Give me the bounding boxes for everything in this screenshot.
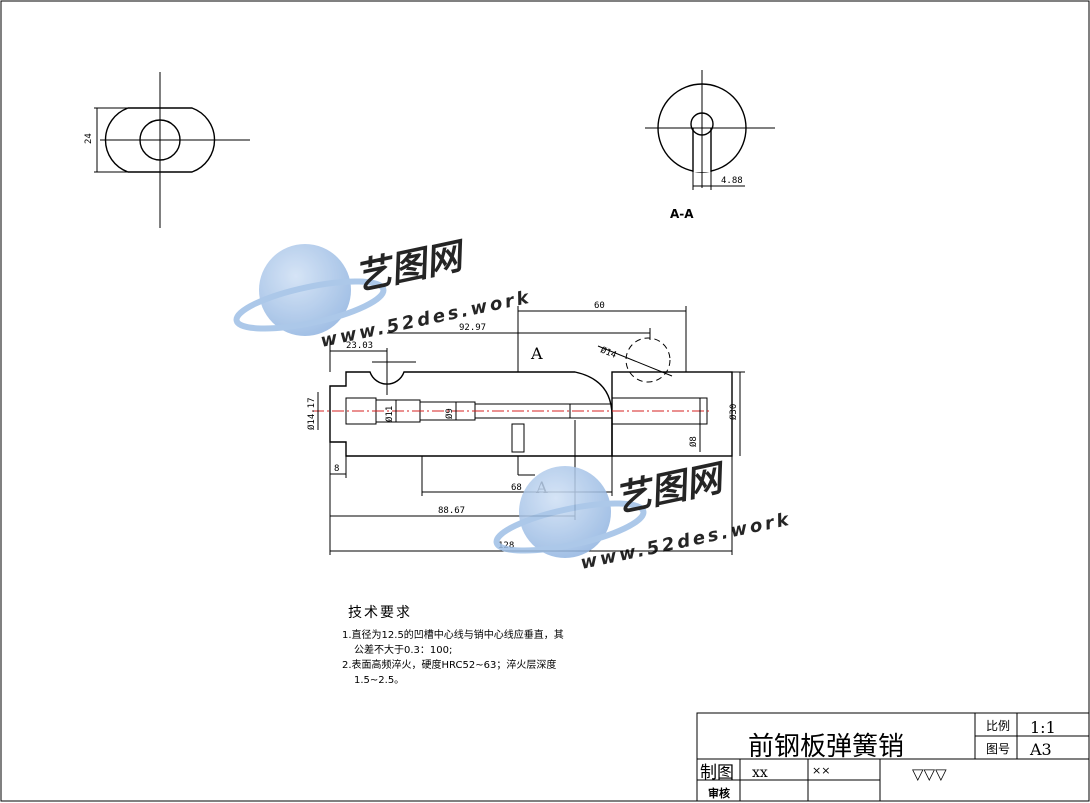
- note-1-line-2: 公差不大于0.3：100;: [354, 645, 453, 656]
- dim-88-67: 88.67: [438, 506, 465, 516]
- dim-dia-14-17: Ø14.17: [306, 397, 317, 430]
- scale-value: 1:1: [1030, 718, 1056, 737]
- note-2-line-2: 1.5~2.5。: [354, 675, 405, 686]
- drawing-no-label: 图号: [986, 742, 1010, 756]
- drawing-no-value: A3: [1029, 740, 1052, 759]
- dim-dia-14: Ø14: [599, 345, 618, 361]
- dim-4-88: 4.88: [721, 176, 743, 186]
- watermark-url-1: www.52des.work: [319, 287, 534, 352]
- watermark-brand-1: 艺图网: [351, 235, 470, 299]
- dim-dia-11: Ø11: [384, 406, 395, 422]
- checked-by-label: 审核: [708, 786, 730, 800]
- notes-heading: 技术要求: [348, 605, 412, 621]
- dim-23-03: 23.03: [346, 341, 373, 351]
- drawn-by-label: 制图: [700, 763, 734, 783]
- section-mark-top: A: [530, 344, 543, 363]
- watermark-brand-2: 艺图网: [611, 457, 730, 521]
- scale-label: 比例: [986, 719, 1010, 733]
- section-view-aa: 4.88 A-A: [645, 70, 775, 221]
- dim-92-97: 92.97: [459, 323, 486, 333]
- dim-8: 8: [334, 464, 339, 474]
- watermark-1: 艺图网 www.52des.work: [233, 235, 534, 352]
- note-1-line-1: 1.直径为12.5的凹槽中心线与销中心线应垂直，其: [342, 630, 564, 641]
- dim-dia-9: Ø9: [444, 408, 455, 419]
- dim-dia-8: Ø8: [688, 436, 699, 447]
- watermark-url-2: www.52des.work: [579, 509, 794, 574]
- dim-60: 60: [594, 301, 605, 311]
- drawn-by-value: xx: [752, 765, 768, 781]
- dim-dia-30: Ø30: [728, 404, 739, 420]
- note-2-line-1: 2.表面高频淬火，硬度HRC52~63；淬火层深度: [342, 660, 557, 671]
- dim-24: 24: [84, 133, 94, 144]
- watermark-2: 艺图网 www.52des.work: [493, 457, 794, 574]
- end-view: 24: [84, 72, 250, 228]
- section-label: A-A: [670, 207, 694, 221]
- title-block: 前钢板弹簧销 比例 1:1 图号 A3 制图 xx ×× ▽▽▽ 审核: [696, 712, 1090, 802]
- drawing-title: 前钢板弹簧销: [748, 732, 904, 762]
- dim-68: 68: [511, 483, 522, 493]
- date-value: ××: [812, 764, 830, 777]
- technical-requirements: 技术要求 1.直径为12.5的凹槽中心线与销中心线应垂直，其 公差不大于0.3：…: [342, 602, 662, 688]
- roughness-symbols: ▽▽▽: [912, 765, 947, 783]
